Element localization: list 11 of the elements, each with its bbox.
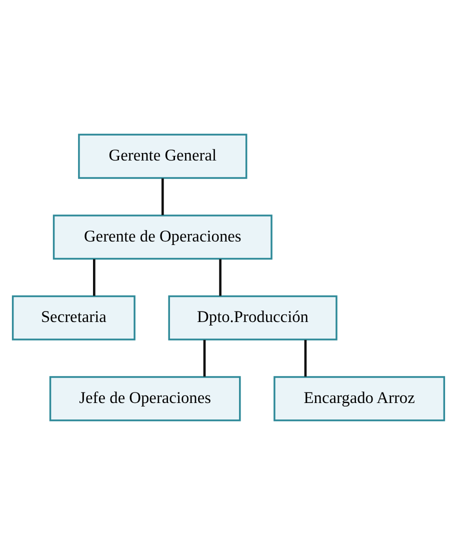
node-box: Dpto.Producción xyxy=(168,294,338,340)
node-box: Gerente General xyxy=(78,133,248,178)
connector xyxy=(93,258,96,296)
node-box: Secretaria xyxy=(12,294,136,340)
connector xyxy=(203,339,206,376)
connector xyxy=(304,339,307,376)
node-box: Encargado Arroz xyxy=(274,376,446,421)
node-box: Gerente de Operaciones xyxy=(52,214,272,260)
connector xyxy=(219,258,222,296)
node-box: Jefe de Operaciones xyxy=(49,376,241,421)
connector xyxy=(161,178,164,215)
